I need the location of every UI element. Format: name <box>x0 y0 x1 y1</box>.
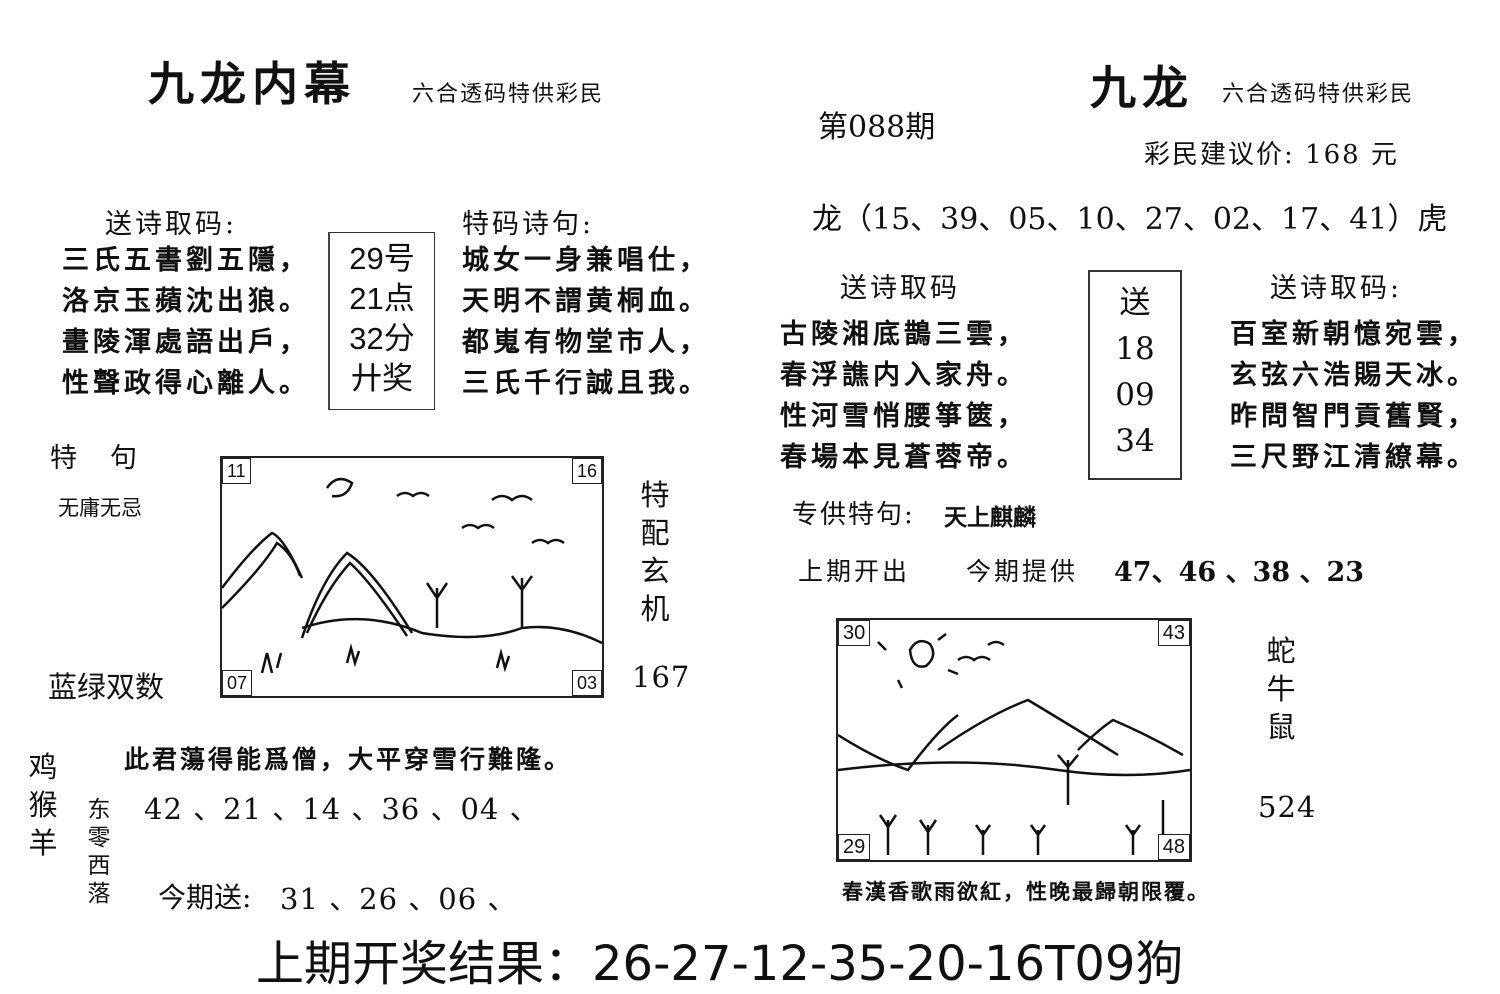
left-send-poem-header: 送诗取码: <box>105 209 238 240</box>
poem-line: 性聲政得心離人。 <box>62 368 310 399</box>
landscape-drawing <box>837 633 1191 855</box>
poem-line: 百室新朝憶宛雲， <box>1230 319 1478 350</box>
direction-char: 东 <box>87 797 111 823</box>
left-send-label: 今期送: <box>158 881 252 914</box>
poem-line: 城女一身兼唱仕， <box>462 245 710 276</box>
right-subtitle: 六合透码特供彩民 <box>1222 82 1415 107</box>
left-number-row: 42 、21 、14 、36 、04 、 <box>144 792 540 826</box>
vertical-char: 鼠 <box>1266 710 1296 744</box>
right-poem-left: 古陵湘底鵲三雲， 春浮譙内入家舟。 性河雪悄腰箏篋， 春場本見蒼蓉帝。 <box>780 314 1028 478</box>
poem-line: 三氏千行誠且我。 <box>462 368 710 399</box>
right-title: 九龙 <box>1090 61 1194 115</box>
left-color-hint: 蓝绿双数 <box>48 670 165 704</box>
right-verse: 春漢香歌雨欲紅，性晚最歸朝限覆。 <box>842 879 1210 904</box>
left-side-number: 167 <box>632 660 691 694</box>
left-title: 九龙内幕 <box>148 57 356 111</box>
vertical-char: 牛 <box>1266 672 1296 706</box>
left-animals: 鸡 猴 羊 <box>26 748 60 862</box>
poem-line: 都嵬有物堂市人， <box>462 327 710 358</box>
right-send-poem-header-right: 送诗取码: <box>1270 273 1403 304</box>
left-picture: 11 16 07 03 <box>220 456 604 698</box>
vertical-char: 配 <box>640 516 670 550</box>
vertical-char: 特 <box>640 478 670 512</box>
provide-label: 今期提供 <box>966 557 1079 586</box>
right-poem-right: 百室新朝憶宛雲， 玄弦六浩賜天冰。 昨問智門貢舊賢， 三尺野江清繚幕。 <box>1230 314 1478 478</box>
box-line: 21点 <box>349 281 415 316</box>
left-special-poem-header: 特码诗句: <box>462 209 595 240</box>
box-line: 送 <box>1119 285 1151 321</box>
left-subtitle: 六合透码特供彩民 <box>412 82 605 107</box>
poem-line: 春場本見蒼蓉帝。 <box>780 442 1028 473</box>
right-side-vertical: 蛇 牛 鼠 <box>1264 632 1298 746</box>
box-line: 18 <box>1115 331 1155 367</box>
box-line: 32分 <box>349 321 415 356</box>
left-special-phrase-label: 特 句 <box>50 443 140 474</box>
last-issue-label: 上期开出 <box>798 557 911 586</box>
right-special-label: 专供特句: <box>792 500 915 530</box>
animal-char: 鸡 <box>28 750 58 784</box>
poem-line: 三尺野江清繚幕。 <box>1230 442 1478 473</box>
vertical-char: 蛇 <box>1266 634 1296 668</box>
box-line: 廾奖 <box>351 361 413 396</box>
dragon-tiger-numbers: 龙（15、39、05、10、27、02、17、41）虎 <box>812 202 1448 237</box>
corner-number-br: 03 <box>571 670 602 696</box>
corner-number-tr: 16 <box>571 458 602 484</box>
corner-number-tr: 43 <box>1157 620 1190 646</box>
poem-line: 性河雪悄腰箏篋， <box>780 401 1028 432</box>
direction-char: 落 <box>87 881 111 907</box>
box-line: 09 <box>1115 377 1155 413</box>
poem-line: 玄弦六浩賜天冰。 <box>1230 360 1478 391</box>
poem-line: 昨問智門貢舊賢， <box>1230 401 1478 432</box>
left-send-poem: 三氏五書劉五隱， 洛京玉蘋沈出狼。 畫陵渾處語出戶， 性聲政得心離人。 <box>62 240 310 404</box>
vertical-char: 机 <box>640 592 670 626</box>
right-special-value: 天上麒麟 <box>944 504 1036 531</box>
direction-char: 零 <box>87 825 111 851</box>
landscape-drawing <box>221 477 603 674</box>
provide-numbers: 47、46 、38 、23 <box>1114 557 1365 588</box>
corner-number-tl: 30 <box>838 620 871 646</box>
poem-line: 春浮譙内入家舟。 <box>780 360 1028 391</box>
left-direction: 东 零 西 落 <box>86 796 112 908</box>
right-side-number: 524 <box>1258 790 1317 824</box>
issue-number: 第088期 <box>818 110 936 145</box>
poem-line: 洛京玉蘋沈出狼。 <box>62 286 310 317</box>
right-mid-box: 送 18 09 34 <box>1088 270 1182 480</box>
right-send-poem-header-left: 送诗取码 <box>840 273 960 304</box>
direction-char: 西 <box>87 853 111 879</box>
poem-line: 三氏五書劉五隱， <box>62 245 310 276</box>
right-picture: 30 43 29 48 <box>836 618 1192 862</box>
poem-line: 古陵湘底鵲三雲， <box>780 319 1028 350</box>
poem-line: 畫陵渾處語出戶， <box>62 327 310 358</box>
left-verse: 此君蕩得能爲僧，大平穿雪行難隆。 <box>124 745 573 774</box>
left-send-numbers: 31 、26 、06 、 <box>280 882 518 916</box>
corner-number-br: 48 <box>1157 834 1190 860</box>
corner-number-tl: 11 <box>222 458 251 484</box>
animal-char: 猴 <box>28 788 58 822</box>
box-line: 34 <box>1115 423 1155 459</box>
left-side-vertical: 特 配 玄 机 <box>638 476 672 628</box>
vertical-char: 玄 <box>640 554 670 588</box>
poem-line: 天明不謂黄桐血。 <box>462 286 710 317</box>
box-line: 29号 <box>349 241 415 276</box>
animal-char: 羊 <box>28 826 58 860</box>
left-special-phrase-value: 无庸无忌 <box>58 496 142 520</box>
left-middle-box: 29号 21点 32分 廾奖 <box>328 232 435 410</box>
price-label: 彩民建议价: 168 元 <box>1144 140 1399 170</box>
left-special-poem: 城女一身兼唱仕， 天明不謂黄桐血。 都嵬有物堂市人， 三氏千行誠且我。 <box>462 240 710 404</box>
corner-number-bl: 29 <box>838 834 871 860</box>
corner-number-bl: 07 <box>222 670 253 696</box>
last-draw-result: 上期开奖结果：26-27-12-35-20-16T09狗 <box>256 936 1184 992</box>
